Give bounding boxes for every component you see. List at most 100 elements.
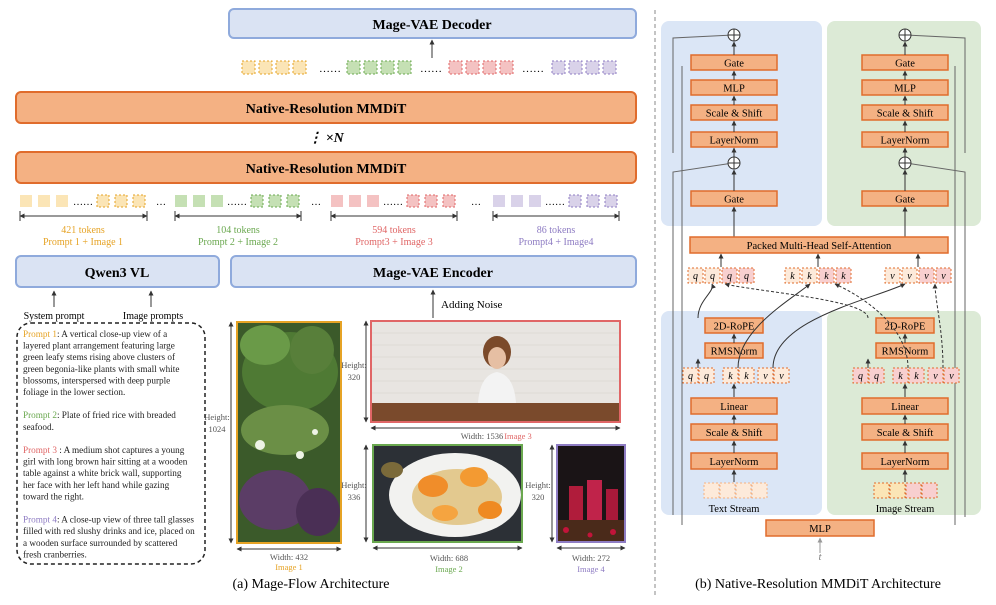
- image-3-name: Image 3: [504, 431, 532, 441]
- image-rope-label: 2D-RoPE: [885, 322, 926, 333]
- text-layernorm-top-label: LayerNorm: [710, 136, 759, 147]
- image-3: [370, 320, 621, 423]
- image-4-width: Width: 272: [572, 553, 610, 563]
- k-token-3: [818, 267, 835, 284]
- t-label: t: [819, 552, 822, 563]
- q-token-1-label: q: [693, 271, 698, 282]
- v-token-2-label: v: [907, 271, 912, 282]
- system-prompt-label: System prompt: [24, 311, 85, 322]
- group-2-tokens: 104 tokens: [216, 225, 260, 236]
- text-rmsnorm-label: RMSNorm: [711, 347, 758, 358]
- image-prompts-label: Image prompts: [123, 311, 183, 322]
- vae-decoder-box: [228, 8, 637, 39]
- decoder-token-row: …… …… ……: [241, 60, 617, 75]
- text-rope: [704, 317, 764, 334]
- prompt-3-line: her face with her left hand while gazing: [23, 480, 170, 490]
- v-token-1: [884, 267, 901, 284]
- k-token-1-label: k: [790, 271, 795, 282]
- left-caption: (a) Mage-Flow Architecture: [232, 577, 389, 592]
- q-token-4: [738, 267, 755, 284]
- image-gate-mid-label: Gate: [895, 195, 915, 206]
- text-layernorm-bottom-label: LayerNorm: [710, 457, 759, 468]
- prompt-4-line: filled with red slushy drinks and ice, p…: [23, 526, 195, 536]
- text-mlp-label: MLP: [723, 84, 745, 95]
- image-rmsnorm-label: RMSNorm: [882, 347, 929, 358]
- image-q-token-b: [868, 367, 885, 384]
- q-token-4-label: q: [744, 271, 749, 282]
- image-k-token-b: [908, 367, 925, 384]
- image-2-name: Image 2: [435, 564, 463, 574]
- attention-box-label: Packed Multi-Head Self-Attention: [747, 241, 892, 252]
- image-3-height-label: Height:: [341, 360, 367, 370]
- v-token-4: [935, 267, 952, 284]
- group-4-tokens: 86 tokens: [537, 225, 576, 236]
- image-2: [372, 444, 523, 543]
- prompt-4-line: Prompt 4: A close-up view of three tall …: [23, 515, 194, 525]
- svg-text:…: …: [471, 197, 481, 208]
- image-4: [556, 444, 626, 543]
- svg-text:……: ……: [227, 197, 247, 208]
- image-2-width: Width: 688: [430, 553, 468, 563]
- prompt-4-line: fresh cranberries.: [23, 549, 87, 559]
- image-gate-top-label: Gate: [895, 59, 915, 70]
- repeat-label: ⋮ ×N: [308, 131, 344, 146]
- k-token-3-label: k: [824, 271, 829, 282]
- image-k-token-b-label: k: [914, 371, 919, 382]
- text-stream-label: Text Stream: [709, 504, 760, 515]
- k-token-4: [835, 267, 852, 284]
- prompt-2-tag: Prompt 2: [23, 410, 57, 420]
- text-stream-token: [735, 482, 752, 499]
- image-q-token-b-label: q: [874, 371, 879, 382]
- v-token-3: [918, 267, 935, 284]
- image-1-height-label: Height:: [204, 412, 230, 422]
- image-scale-shift-bottom-label: Scale & Shift: [877, 428, 934, 439]
- text-k-token-b: [738, 367, 755, 384]
- bottom-mlp-box: [765, 519, 875, 537]
- svg-text:……: ……: [383, 197, 403, 208]
- mmdit-bottom-label: Native-Resolution MMDiT: [246, 162, 407, 177]
- mmdit-block-bottom: [15, 151, 637, 184]
- image-stream-token: [873, 482, 890, 499]
- image-v-token-b-label: v: [949, 371, 954, 382]
- v-token-2: [901, 267, 918, 284]
- token-group-4: ……: [492, 194, 620, 221]
- prompt-1-line: green begonia-like plants with small whi…: [23, 364, 179, 374]
- k-token-2-label: k: [807, 271, 812, 282]
- prompt-text: Prompt 1: A vertical close-up view of al…: [23, 329, 195, 559]
- k-token-4-label: k: [841, 271, 846, 282]
- prompt-4-tag: Prompt 4: [23, 515, 57, 525]
- image-linear-label: Linear: [891, 402, 919, 413]
- vae-encoder-label: Mage-VAE Encoder: [373, 266, 493, 281]
- image-3-height: 320: [348, 372, 361, 382]
- prompt-3-tag: Prompt 3: [23, 445, 57, 455]
- image-stream-token: [921, 482, 938, 499]
- group-3-tokens: 594 tokens: [372, 225, 416, 236]
- q-token-2: [704, 267, 721, 284]
- prompt-2-line: Prompt 2: Plate of fried rice with bread…: [23, 410, 176, 420]
- image-2-height-label: Height:: [341, 480, 367, 490]
- text-stream-token: [703, 482, 720, 499]
- image-stream-label: Image Stream: [876, 504, 935, 515]
- image-rope: [875, 317, 935, 334]
- prompt-1-line: foliage in the lower section.: [23, 387, 125, 397]
- attention-box: [689, 236, 949, 254]
- image-stream-token: [889, 482, 906, 499]
- text-k-token-a-label: k: [728, 371, 733, 382]
- prompt-1-line: blossoms, interspersed with deep purple: [23, 375, 170, 385]
- group-3-label: Prompt3 + Image 3: [355, 237, 433, 248]
- image-1: [236, 321, 342, 544]
- image-4-height: 320: [532, 492, 545, 502]
- mmdit-block-top: [15, 91, 637, 124]
- bottom-mlp-label: MLP: [809, 524, 831, 535]
- svg-text:……: ……: [545, 197, 565, 208]
- svg-text:……: ……: [73, 197, 93, 208]
- image-stream-token: [905, 482, 922, 499]
- svg-text:…: …: [156, 197, 166, 208]
- svg-text:…: …: [311, 197, 321, 208]
- image-v-token-b: [943, 367, 960, 384]
- image-q-token-a-label: q: [858, 371, 863, 382]
- adding-noise-label: Adding Noise: [441, 299, 503, 311]
- prompt-3-line: table against a white brick wall, suppor…: [23, 468, 182, 478]
- text-v-token-b-label: v: [779, 371, 784, 382]
